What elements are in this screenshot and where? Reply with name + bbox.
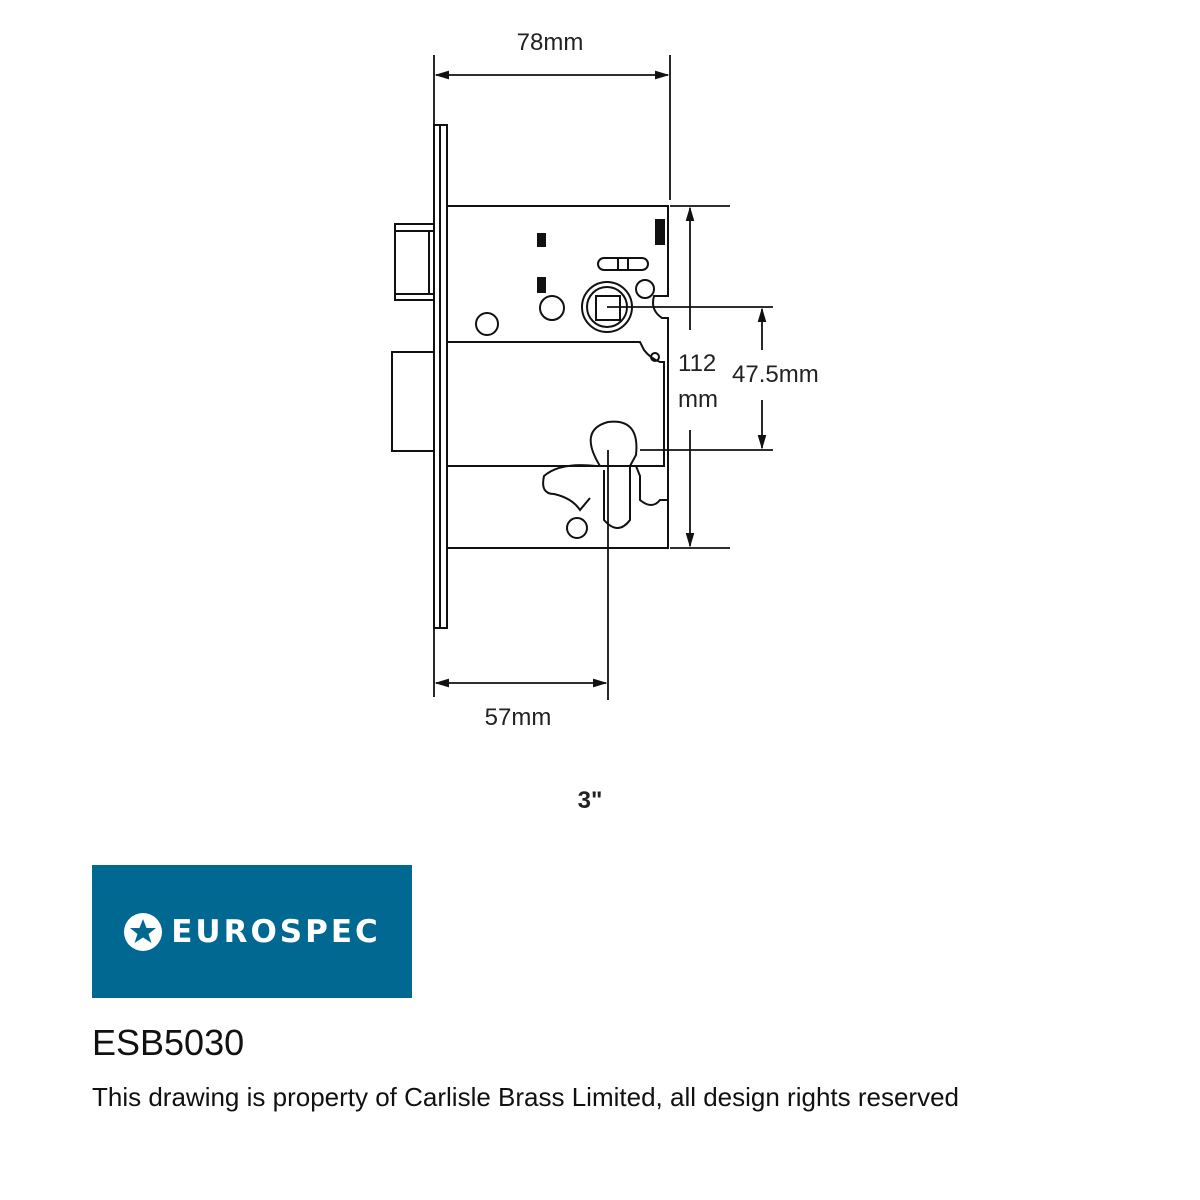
- sashlock-technical-drawing: 78mm 112 mm 47.5mm 57mm 3": [391, 29, 819, 814]
- height-dimension-unit: mm: [678, 386, 718, 413]
- backset-dimension-label: 57mm: [485, 704, 552, 731]
- width-dimension-label: 78mm: [517, 29, 584, 56]
- product-code: ESB5030: [92, 1022, 245, 1063]
- faceplate: [433, 124, 448, 629]
- dead-bolt: [391, 351, 435, 452]
- copyright-caption: This drawing is property of Carlisle Bra…: [92, 1082, 960, 1112]
- lock-case: [447, 205, 669, 549]
- brand-name: EUROSPEC: [171, 913, 381, 950]
- centres-dimension-label: 47.5mm: [732, 361, 819, 388]
- height-dimension-value: 112: [678, 350, 716, 377]
- star-globe-icon: [124, 912, 163, 951]
- latch-bolt: [394, 223, 435, 301]
- dimension-lines: [433, 55, 773, 700]
- size-label: 3": [578, 787, 603, 814]
- eurospec-logo: EUROSPEC: [92, 865, 412, 998]
